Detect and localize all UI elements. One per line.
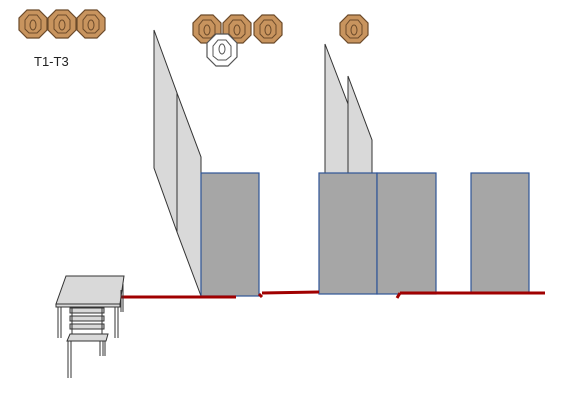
paper-target-icon bbox=[253, 14, 283, 44]
wall-panel-1 bbox=[200, 172, 260, 297]
left-wing-walls bbox=[153, 29, 202, 297]
paper-target-icon bbox=[76, 9, 106, 39]
wall-panel-4 bbox=[470, 172, 530, 294]
wall-panel-3 bbox=[376, 172, 437, 295]
target-group-t1-t3 bbox=[18, 9, 106, 39]
paper-target-icon bbox=[47, 9, 77, 39]
middle-wing-walls bbox=[324, 43, 373, 176]
paper-target-icon bbox=[339, 14, 369, 44]
chair-icon bbox=[66, 307, 109, 378]
fault-line bbox=[120, 290, 545, 299]
wall-panel-2 bbox=[318, 172, 378, 295]
table-icon bbox=[55, 275, 125, 338]
paper-target-icon bbox=[18, 9, 48, 39]
no-shoot-target-icon bbox=[206, 33, 238, 67]
target-group-middle bbox=[192, 14, 283, 67]
target-group-label: T1-T3 bbox=[34, 54, 69, 69]
wall-panels bbox=[200, 172, 530, 297]
